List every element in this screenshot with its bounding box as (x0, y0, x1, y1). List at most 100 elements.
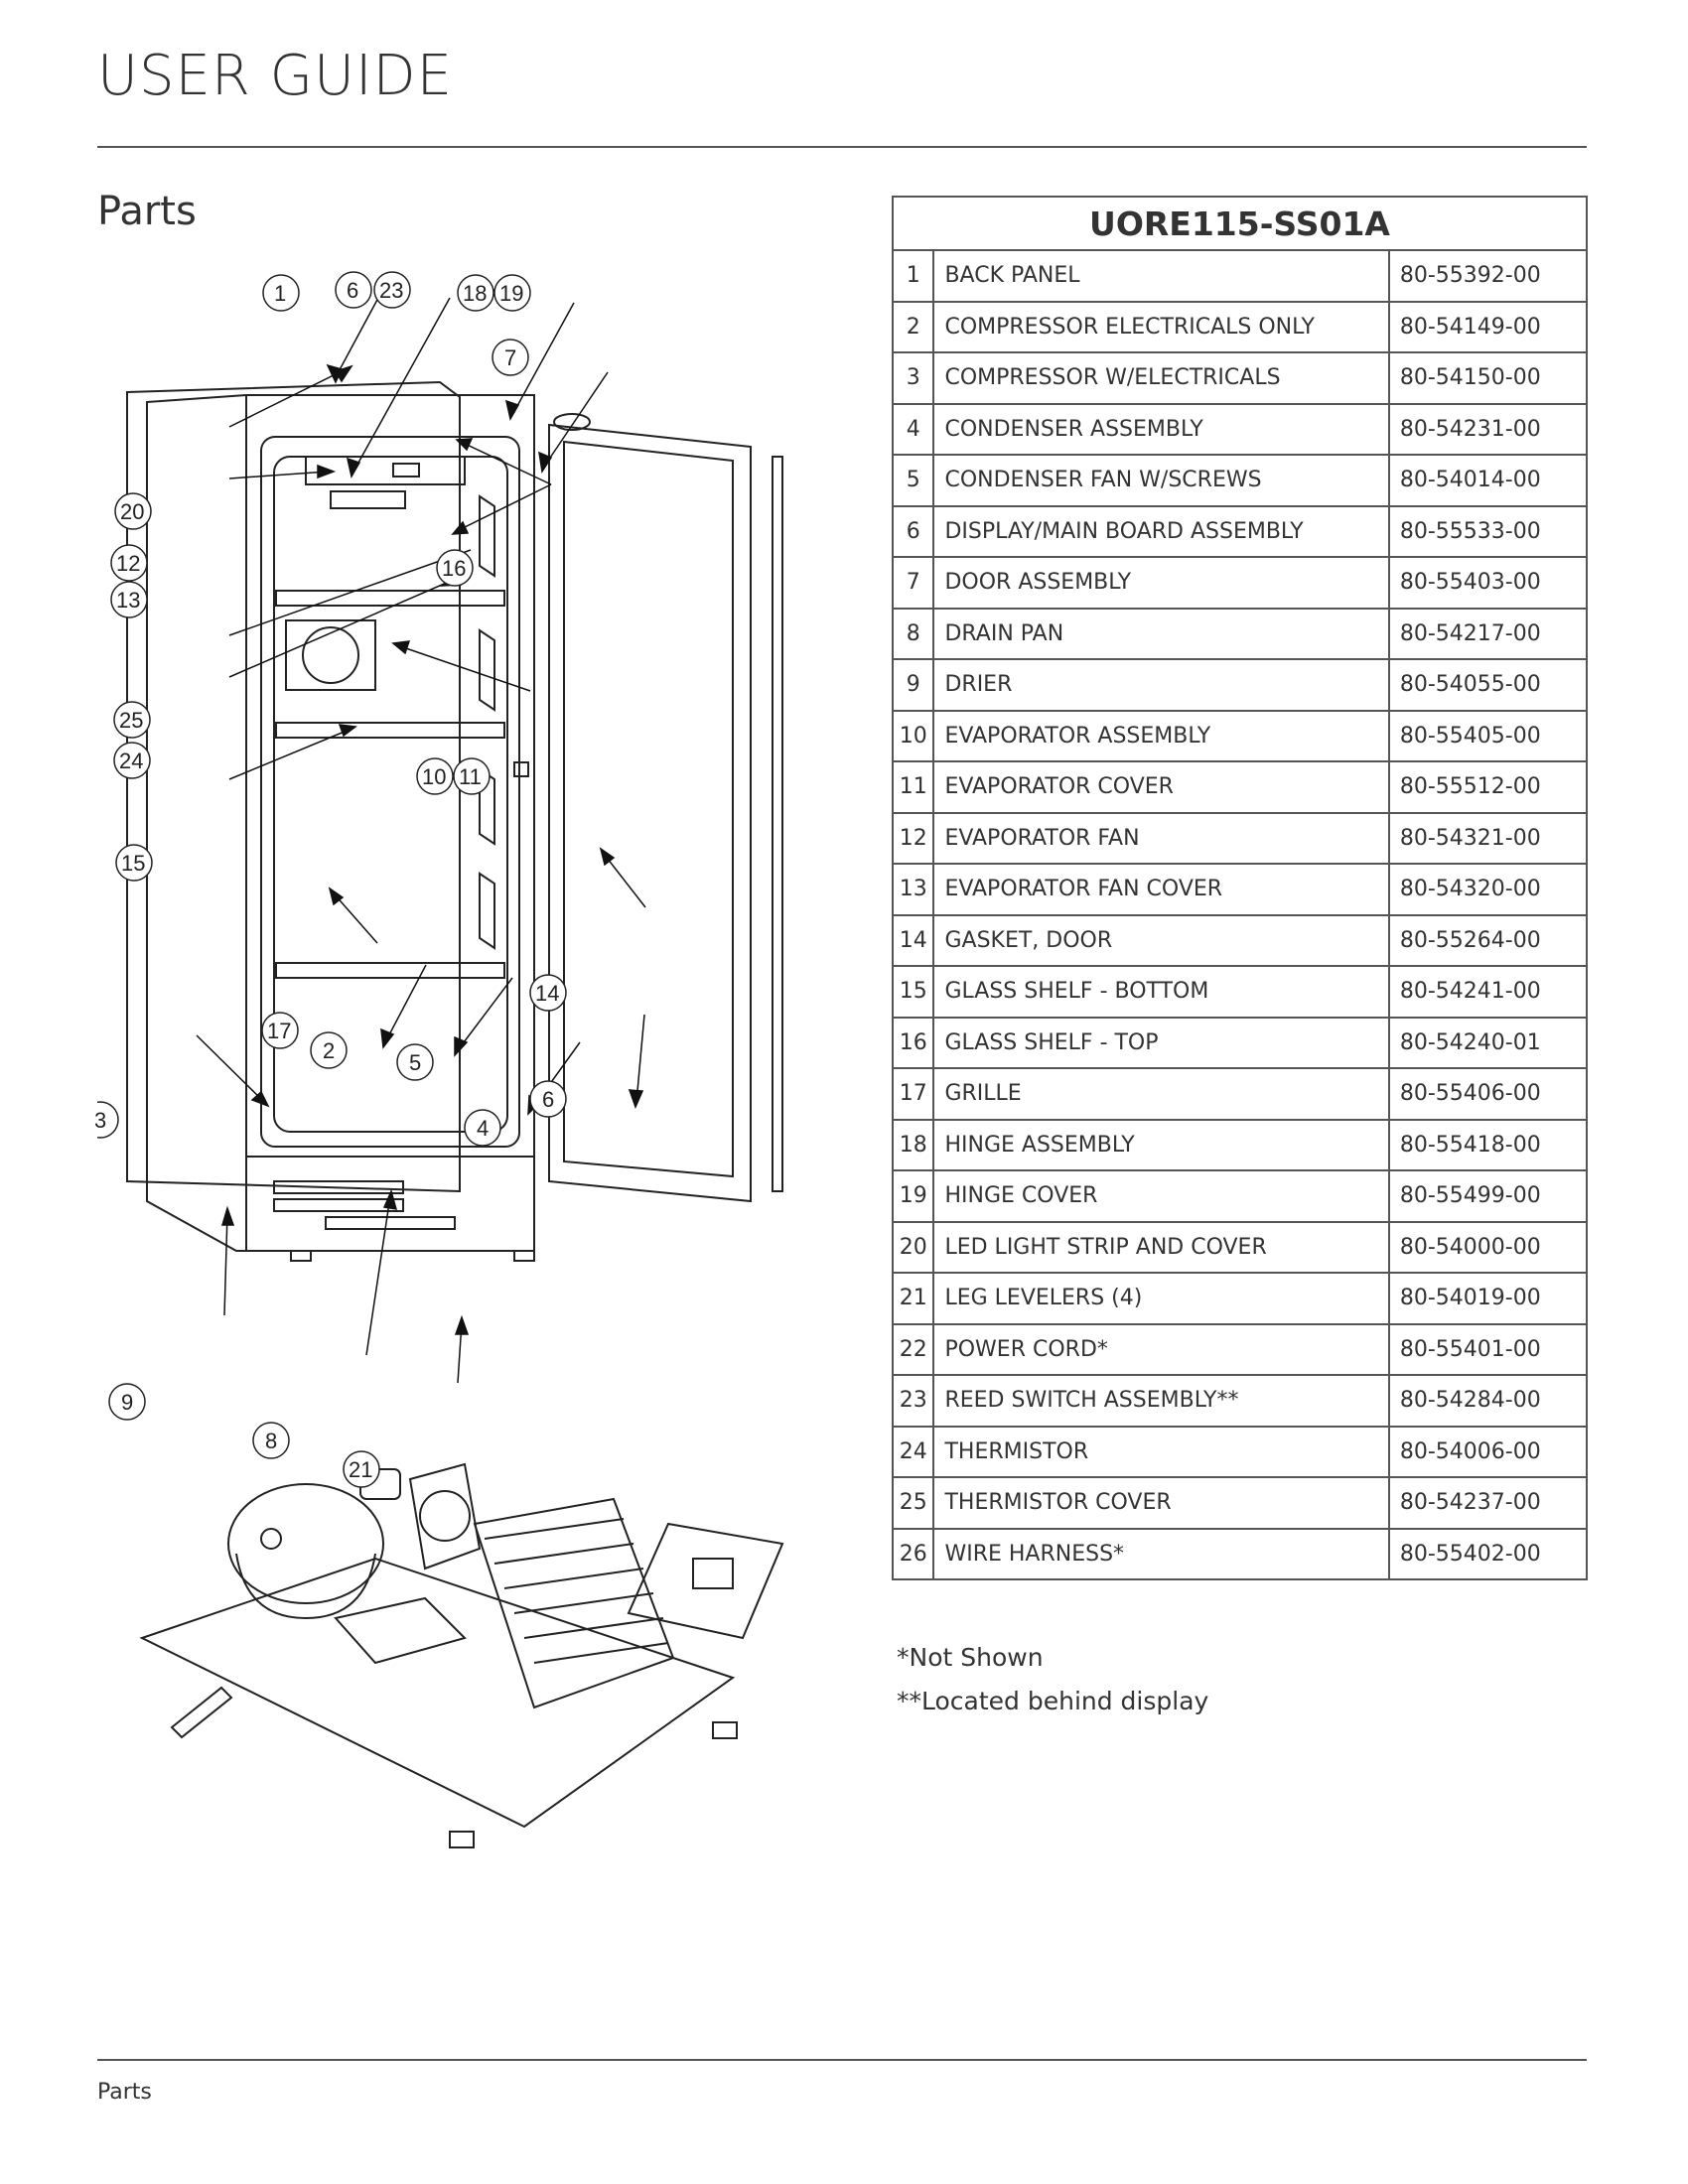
callout-label: 8 (265, 1429, 278, 1453)
arrow-21 (454, 1314, 470, 1335)
arrow-8 (382, 1188, 398, 1210)
cabinet-interior (260, 436, 520, 1148)
callout-label: 1 (274, 281, 287, 306)
shelf-support-4 (479, 872, 495, 950)
condenser-fan-shape (408, 1462, 482, 1570)
callout-label: 23 (379, 278, 404, 303)
leader-8 (365, 1195, 391, 1356)
part-number: 80-54019-00 (1387, 1272, 1589, 1325)
callout-label: 20 (120, 499, 145, 524)
part-description: EVAPORATOR COVER (932, 760, 1390, 814)
leader-9 (223, 1212, 228, 1316)
display-panel (305, 456, 466, 485)
arrow-5 (454, 1035, 469, 1057)
part-number: 80-55512-00 (1387, 760, 1589, 814)
footer-section-label: Parts (97, 2080, 152, 2105)
part-number: 80-54320-00 (1387, 863, 1589, 916)
header-divider (97, 146, 1587, 148)
leader-14 (603, 853, 646, 908)
leader-1 (335, 297, 379, 378)
part-number-index: 7 (891, 556, 935, 610)
part-number-index: 22 (891, 1322, 935, 1376)
leader-25 (228, 549, 472, 636)
part-description: GLASS SHELF - BOTTOM (932, 965, 1390, 1019)
leader-24 (228, 571, 473, 678)
part-number-index: 24 (891, 1425, 935, 1478)
part-number: 80-55406-00 (1387, 1067, 1589, 1121)
evaporator-fan-shape (302, 626, 359, 684)
callout-label: 3 (94, 1108, 107, 1133)
arrow-7 (538, 451, 553, 475)
arrow-3 (250, 1090, 270, 1108)
part-number: 80-55499-00 (1387, 1169, 1589, 1223)
leg-leveler-shape-2 (712, 1721, 738, 1739)
part-number-index: 6 (891, 504, 935, 558)
part-description: THERMISTOR (932, 1425, 1390, 1478)
part-number-index: 15 (891, 965, 935, 1019)
leader-6 (352, 297, 451, 473)
part-number-index: 8 (891, 607, 935, 660)
part-description: HINGE ASSEMBLY (932, 1118, 1390, 1171)
door-shape (548, 423, 752, 1203)
part-description: DOOR ASSEMBLY (932, 556, 1390, 610)
leader-6b (635, 1014, 645, 1103)
part-description: COMPRESSOR W/ELECTRICALS (932, 351, 1390, 405)
part-number: 80-55405-00 (1387, 709, 1589, 762)
part-number-index: 21 (891, 1272, 935, 1325)
callout-label: 25 (119, 708, 144, 733)
arrow-16b (451, 520, 470, 535)
drain-pan-shape (334, 1596, 467, 1665)
part-number: 80-55403-00 (1387, 556, 1589, 610)
part-number: 80-55533-00 (1387, 504, 1589, 558)
leader-15 (228, 728, 352, 780)
part-description: DISPLAY/MAIN BOARD ASSEMBLY (932, 504, 1390, 558)
part-description: EVAPORATOR FAN (932, 811, 1390, 865)
base-plate (139, 1557, 736, 1829)
part-number: 80-54000-00 (1387, 1220, 1589, 1274)
part-description: POWER CORD* (932, 1322, 1390, 1376)
callout-label: 17 (267, 1019, 292, 1043)
callout-label: 12 (116, 551, 141, 576)
condenser-shape (473, 1497, 675, 1709)
part-number-index: 1 (891, 249, 935, 303)
arrow-16a (455, 438, 474, 452)
part-number-index: 9 (891, 658, 935, 712)
condenser-coil-lines (484, 1518, 669, 1664)
thermistor-shape (513, 761, 529, 777)
part-description: BACK PANEL (932, 249, 1390, 303)
part-number: 80-54006-00 (1387, 1425, 1589, 1478)
note-behind-display: **Located behind display (897, 1687, 1209, 1715)
leader-2 (384, 964, 427, 1043)
part-description: LEG LEVELERS (4) (932, 1272, 1390, 1325)
display-screen (392, 463, 420, 478)
part-number: 80-55264-00 (1387, 913, 1589, 967)
footer-divider (97, 2059, 1587, 2061)
leader-18 (511, 302, 575, 416)
callout-label: 9 (121, 1390, 134, 1415)
door-gasket-shape (563, 440, 734, 1178)
section-title: Parts (97, 189, 197, 234)
part-number-index: 16 (891, 1016, 935, 1069)
board-relay (692, 1558, 734, 1589)
main-board-shape (627, 1522, 784, 1640)
arrow-15 (338, 724, 357, 738)
compressor-base (235, 1553, 376, 1620)
leader-17 (333, 892, 378, 944)
part-description: GASKET, DOOR (932, 913, 1390, 967)
grille-slot-2 (273, 1198, 404, 1212)
part-description: EVAPORATOR ASSEMBLY (932, 709, 1390, 762)
model-number: UORE115-SS01A (892, 196, 1588, 251)
leader-20 (228, 368, 347, 428)
